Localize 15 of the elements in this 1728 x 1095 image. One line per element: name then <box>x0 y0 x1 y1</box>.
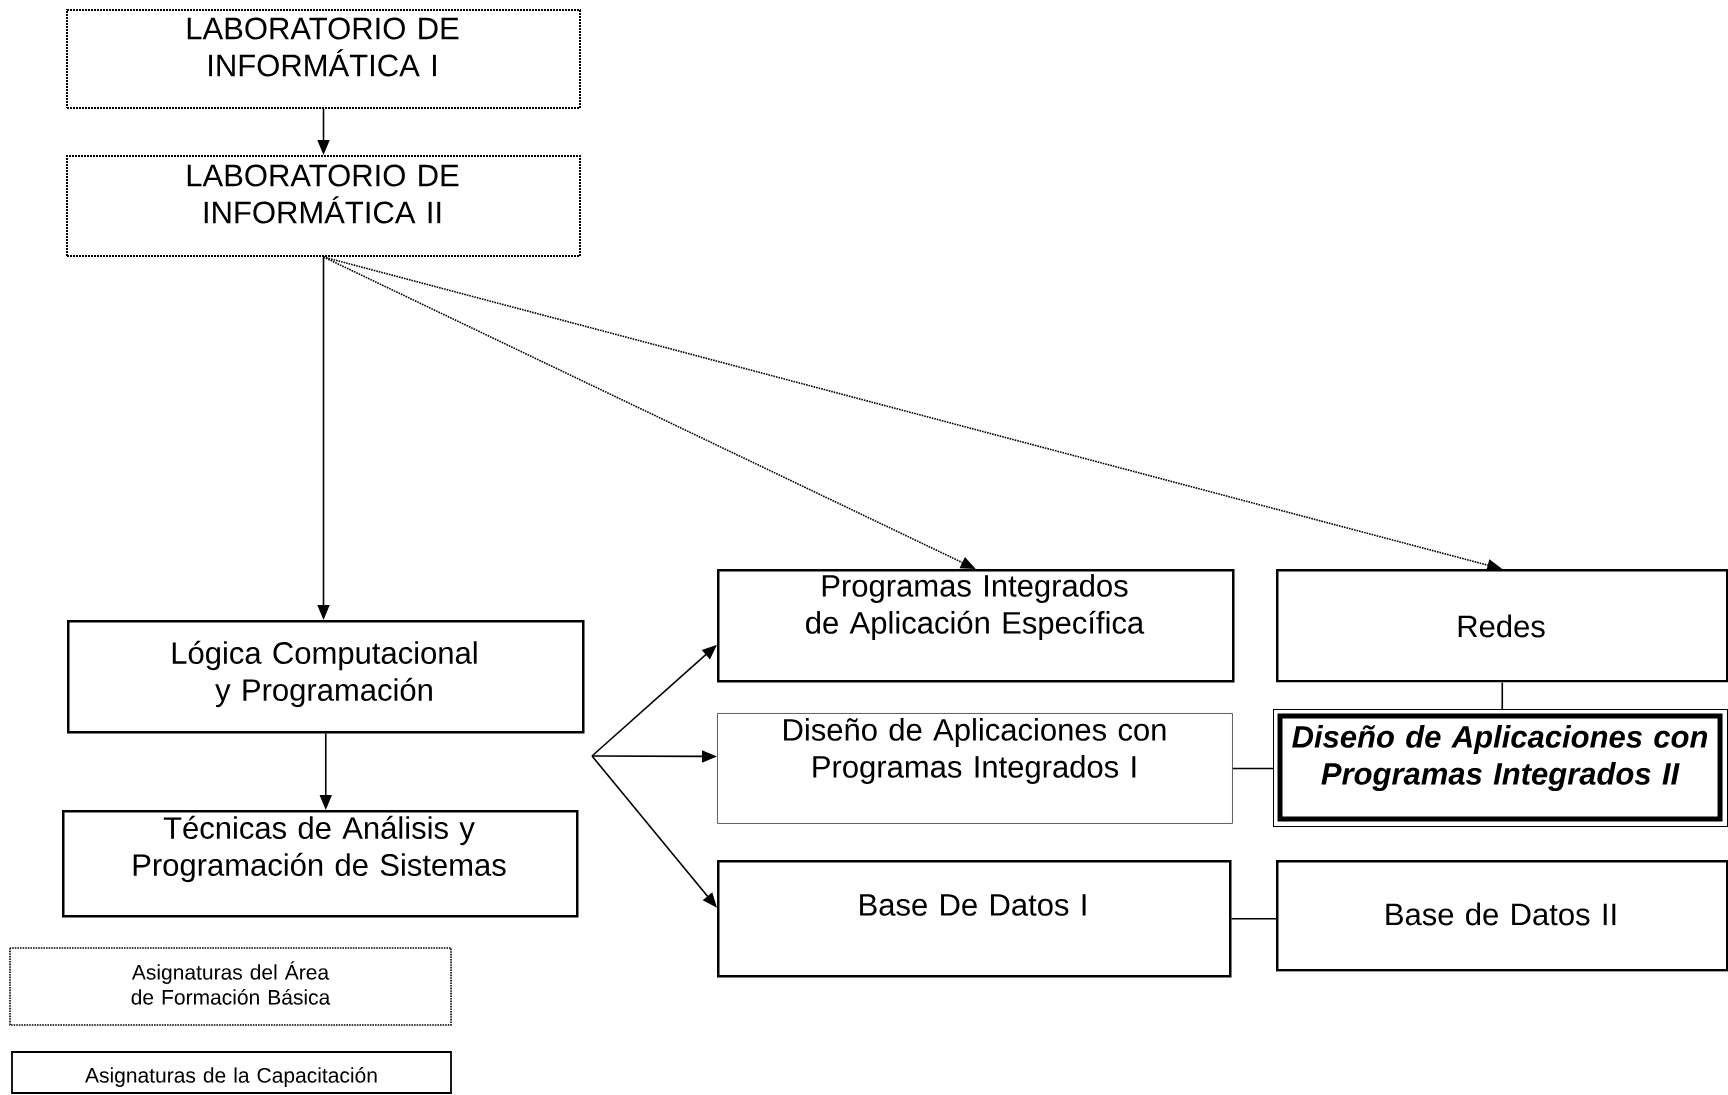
course-box: Base De Datos I <box>717 860 1232 978</box>
course-box: Redes <box>1276 569 1728 683</box>
course-box: Base de Datos II <box>1276 860 1728 972</box>
course-box: Diseño de Aplicaciones con Programas Integrados I <box>717 713 1233 824</box>
course-box: Programas Integrados de Aplicación Específica <box>717 569 1235 683</box>
connector-line <box>1232 767 1274 770</box>
highlighted-course-box: Diseño de Aplicaciones con Programas Integrados II <box>1273 709 1728 827</box>
legend-box: Asignaturas del Área de Formación Básica <box>9 947 452 1026</box>
course-box: LABORATORIO DE INFORMÁTICA I <box>66 9 581 109</box>
course-box: Técnicas de Análisis y Programación de Sistemas <box>62 810 579 918</box>
course-box: LABORATORIO DE INFORMÁTICA II <box>66 155 581 257</box>
course-box: Lógica Computacional y Programación <box>67 620 585 734</box>
connector-line <box>1501 681 1504 710</box>
legend-box: Asignaturas de la Capacitación <box>11 1051 452 1094</box>
connector-line <box>1230 917 1277 920</box>
